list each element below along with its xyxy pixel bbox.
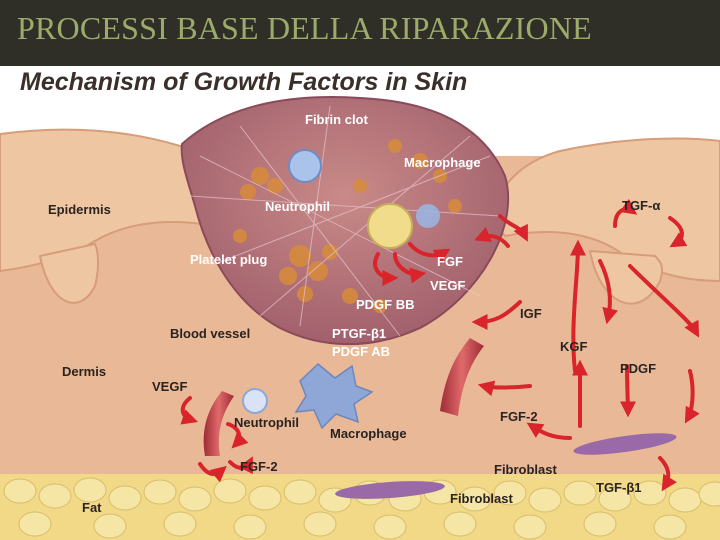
neutrophil-cell-bottom bbox=[243, 389, 267, 413]
neutrophil-cell-top bbox=[289, 150, 321, 182]
label-kgf: KGF bbox=[560, 339, 588, 354]
macrophage-cell-top bbox=[368, 204, 412, 248]
label-dermis: Dermis bbox=[62, 364, 106, 379]
figure-illustration: Mechanism of Growth Factors in Skin Fibr… bbox=[0, 66, 720, 540]
label-vegf-top: VEGF bbox=[430, 278, 465, 293]
label-blood-vessel: Blood vessel bbox=[170, 326, 250, 341]
label-fgf2-bottom: FGF-2 bbox=[240, 459, 278, 474]
label-neutrophil-bottom: Neutrophil bbox=[234, 415, 299, 430]
label-macrophage-top: Macrophage bbox=[404, 155, 481, 170]
slide-title-bar: PROCESSI BASE DELLA RIPARAZIONE bbox=[0, 0, 720, 66]
label-fibroblast-bottom: Fibroblast bbox=[450, 491, 514, 506]
label-macrophage-bottom: Macrophage bbox=[330, 426, 407, 441]
label-tgf-b1: TGF-β1 bbox=[596, 480, 642, 495]
figure-title: Mechanism of Growth Factors in Skin bbox=[20, 68, 467, 96]
label-pdgf-right: PDGF bbox=[620, 361, 656, 376]
label-pdgf-ab: PDGF AB bbox=[332, 344, 390, 359]
slide-title: PROCESSI BASE DELLA RIPARAZIONE bbox=[17, 10, 592, 47]
label-fibroblast-right: Fibroblast bbox=[494, 462, 558, 477]
label-epidermis: Epidermis bbox=[48, 202, 111, 217]
growth-factors-figure: Mechanism of Growth Factors in Skin Fibr… bbox=[0, 66, 720, 540]
label-igf: IGF bbox=[520, 306, 542, 321]
label-vegf-left: VEGF bbox=[152, 379, 187, 394]
label-neutrophil-top: Neutrophil bbox=[265, 199, 330, 214]
label-ptgf-b1: PTGF-β1 bbox=[332, 326, 386, 341]
label-platelet-plug: Platelet plug bbox=[190, 252, 267, 267]
label-tgf-alpha: TGF-α bbox=[622, 198, 660, 213]
label-fat: Fat bbox=[82, 500, 102, 515]
label-fibrin-clot: Fibrin clot bbox=[305, 112, 369, 127]
macrophage-cell-blue bbox=[416, 204, 440, 228]
label-pdgf-bb: PDGF BB bbox=[356, 297, 415, 312]
label-fgf-top: FGF bbox=[437, 254, 463, 269]
label-fgf2-right: FGF-2 bbox=[500, 409, 538, 424]
